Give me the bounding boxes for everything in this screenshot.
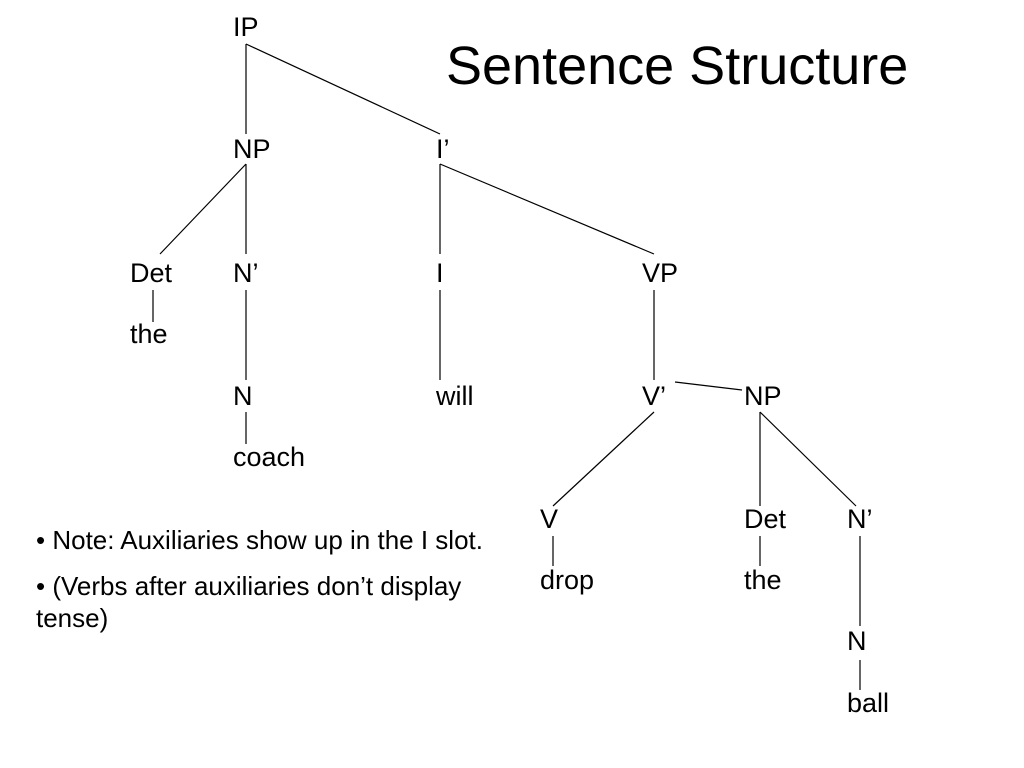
word-will: will [436, 381, 474, 411]
node-n-object: N [847, 626, 867, 656]
edge-vbar-np [674, 381, 743, 391]
node-v-bar: V’ [642, 381, 667, 411]
node-np-object: NP [744, 381, 782, 411]
word-drop: drop [540, 565, 595, 595]
word-ball: ball [847, 688, 890, 718]
edge-np-det [159, 163, 247, 255]
slide-title: Sentence Structure [446, 36, 909, 96]
node-n-bar-object: N’ [847, 504, 873, 534]
slide-notes: • Note: Auxiliaries show up in the I slo… [36, 524, 496, 648]
node-v-head: V [540, 504, 559, 534]
node-n-subject: N [233, 381, 253, 411]
node-det-object: Det [744, 504, 787, 534]
node-i-head: I [436, 258, 444, 288]
edge-vbar-v [552, 411, 655, 507]
note-auxiliaries: • Note: Auxiliaries show up in the I slo… [36, 525, 483, 555]
node-ip: IP [233, 12, 259, 42]
edge-ip-ibar [245, 43, 441, 135]
word-the-object: the [744, 565, 782, 595]
node-vp: VP [642, 258, 679, 288]
edge-ibar-vp [439, 163, 655, 255]
node-i-bar: I’ [436, 134, 450, 164]
node-n-bar-subject: N’ [233, 258, 259, 288]
node-det-subject: Det [130, 258, 173, 288]
word-the-subject: the [130, 319, 168, 349]
word-coach: coach [233, 442, 306, 472]
node-np-subject: NP [233, 134, 271, 164]
edge-np-nbar-obj [759, 411, 857, 507]
note-verbs-tense: • (Verbs after auxiliaries don’t display… [36, 571, 462, 633]
